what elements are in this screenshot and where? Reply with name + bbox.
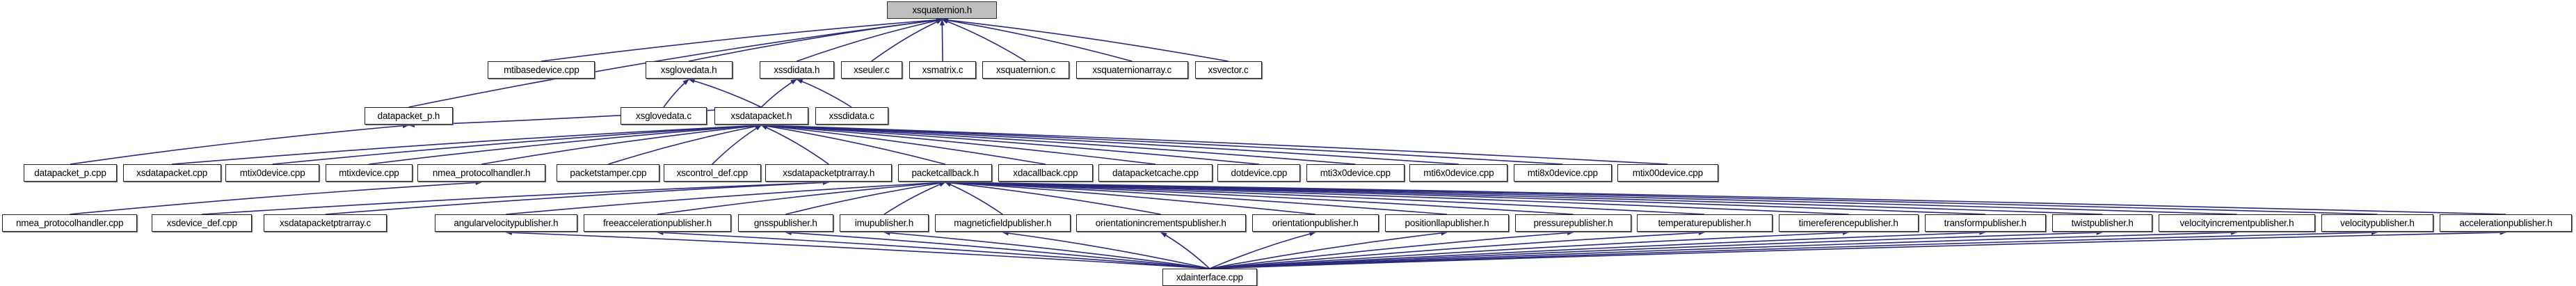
graph-node-label: packetcallback.h (911, 167, 979, 178)
graph-node-label: magneticfieldpublisher.h (954, 217, 1052, 228)
graph-node-label: imupublisher.h (854, 217, 914, 228)
graph-node-label: xssdidata.h (774, 64, 820, 75)
graph-node-xsdevice-def-cpp[interactable]: xsdevice_def.cpp (152, 214, 253, 232)
graph-node-accelerationpublisher-h[interactable]: accelerationpublisher.h (2440, 214, 2572, 232)
graph-node-label: twistpublisher.h (2071, 217, 2134, 228)
graph-node-xsdatapacketptrarray-c[interactable]: xsdatapacketptrarray.c (264, 214, 387, 232)
graph-node-xdainterface-cpp[interactable]: xdainterface.cpp (1162, 269, 1258, 286)
graph-node-datapacketcache-cpp[interactable]: datapacketcache.cpp (1098, 164, 1213, 182)
graph-node-label: accelerationpublisher.h (2459, 217, 2552, 228)
graph-node-velocitypublisher-h[interactable]: velocitypublisher.h (2321, 214, 2434, 232)
graph-node-label: xdacallback.cpp (1013, 167, 1078, 178)
graph-node-label: mtix00device.cpp (1632, 167, 1703, 178)
graph-node-label: packetstamper.cpp (570, 167, 647, 178)
graph-node-label: xsglovedata.c (636, 110, 691, 121)
graph-node-pressurepublisher-h[interactable]: pressurepublisher.h (1515, 214, 1631, 232)
graph-node-xsglovedata-c[interactable]: xsglovedata.c (621, 107, 707, 125)
graph-node-label: xsglovedata.h (660, 64, 717, 75)
graph-node-dotdevice-cpp[interactable]: dotdevice.cpp (1217, 164, 1301, 182)
graph-node-label: nmea_protocolhandler.h (432, 167, 531, 178)
graph-node-twistpublisher-h[interactable]: twistpublisher.h (2051, 214, 2153, 232)
graph-node-label: positionllapublisher.h (1405, 217, 1489, 228)
graph-node-label: mti6x0device.cpp (1423, 167, 1494, 178)
graph-node-label: xssdidata.c (829, 110, 874, 121)
graph-node-packetcallback-h[interactable]: packetcallback.h (898, 164, 993, 182)
graph-node-label: xdainterface.cpp (1176, 271, 1243, 283)
graph-node-label: mti8x0device.cpp (1527, 167, 1598, 178)
graph-node-label: timereferencepublisher.h (1798, 217, 1898, 228)
graph-node-nmea-protocolhandler-cpp[interactable]: nmea_protocolhandler.cpp (2, 214, 138, 232)
graph-node-xssdidata-c[interactable]: xssdidata.c (815, 107, 888, 125)
graph-node-xsdatapacket-cpp[interactable]: xsdatapacket.cpp (122, 164, 221, 182)
graph-node-positionllapublisher-h[interactable]: positionllapublisher.h (1384, 214, 1510, 232)
graph-node-label: xsmatrix.c (922, 64, 963, 75)
graph-node-xscontrol-def-cpp[interactable]: xscontrol_def.cpp (664, 164, 761, 182)
graph-node-label: datapacket_p.h (377, 110, 440, 121)
graph-node-label: xsvector.c (1208, 64, 1249, 75)
graph-node-imupublisher-h[interactable]: imupublisher.h (839, 214, 929, 232)
graph-node-label: xseuler.c (854, 64, 890, 75)
graph-node-label: dotdevice.cpp (1231, 167, 1288, 178)
graph-node-label: velocitypublisher.h (2340, 217, 2415, 228)
graph-node-label: xsquaternionarray.c (1092, 64, 1172, 75)
graph-node-label: xsdatapacketptrarray.c (279, 217, 371, 228)
graph-node-mtibasedevice-cpp[interactable]: mtibasedevice.cpp (488, 61, 595, 79)
graph-node-orientationpublisher-h[interactable]: orientationpublisher.h (1251, 214, 1379, 232)
graph-node-label: xsquaternion.c (996, 64, 1056, 75)
graph-node-label: mtibasedevice.cpp (504, 64, 579, 75)
graph-node-nmea-protocolhandler-h[interactable]: nmea_protocolhandler.h (417, 164, 546, 182)
graph-node-label: xsdevice_def.cpp (166, 217, 237, 228)
graph-node-label: freeaccelerationpublisher.h (602, 217, 712, 228)
graph-node-temperaturepublisher-h[interactable]: temperaturepublisher.h (1637, 214, 1773, 232)
graph-node-label: transformpublisher.h (1944, 217, 2027, 228)
graph-node-label: gnsspublisher.h (753, 217, 817, 228)
graph-node-datapacket-p-cpp[interactable]: datapacket_p.cpp (23, 164, 118, 182)
graph-node-xsdatapacketptrarray-h[interactable]: xsdatapacketptrarray.h (765, 164, 893, 182)
graph-node-label: pressurepublisher.h (1533, 217, 1613, 228)
graph-node-label: orientationpublisher.h (1272, 217, 1359, 228)
graph-node-xsquaternion-c[interactable]: xsquaternion.c (982, 61, 1069, 79)
graph-node-xsmatrix-c[interactable]: xsmatrix.c (909, 61, 977, 79)
graph-node-xsquaternion-h[interactable]: xsquaternion.h (887, 1, 998, 19)
graph-node-label: datapacket_p.cpp (34, 167, 106, 178)
graph-node-orientationincrementspublisher-h[interactable]: orientationincrementspublisher.h (1075, 214, 1246, 232)
graph-node-mti6x0device-cpp[interactable]: mti6x0device.cpp (1409, 164, 1508, 182)
graph-node-label: xsdatapacket.h (730, 110, 792, 121)
graph-node-label: mtixdevice.cpp (339, 167, 399, 178)
graph-node-label: orientationincrementspublisher.h (1095, 217, 1226, 228)
graph-node-magneticfieldpublisher-h[interactable]: magneticfieldpublisher.h (934, 214, 1071, 232)
graph-node-label: velocityincrementpublisher.h (2179, 217, 2294, 228)
graph-node-freeaccelerationpublisher-h[interactable]: freeaccelerationpublisher.h (584, 214, 731, 232)
graph-node-xdacallback-cpp[interactable]: xdacallback.cpp (998, 164, 1093, 182)
graph-node-velocityincrementpublisher-h[interactable]: velocityincrementpublisher.h (2159, 214, 2315, 232)
graph-node-label: nmea_protocolhandler.cpp (15, 217, 124, 228)
graph-node-xsvector-c[interactable]: xsvector.c (1194, 61, 1262, 79)
graph-node-timereferencepublisher-h[interactable]: timereferencepublisher.h (1778, 214, 1919, 232)
graph-node-xsquaternionarray-c[interactable]: xsquaternionarray.c (1075, 61, 1188, 79)
graph-node-label: xsdatapacket.cpp (136, 167, 208, 178)
graph-node-mtix00device-cpp[interactable]: mtix00device.cpp (1617, 164, 1718, 182)
graph-node-transformpublisher-h[interactable]: transformpublisher.h (1924, 214, 2046, 232)
graph-node-label: xscontrol_def.cpp (676, 167, 749, 178)
graph-node-label: datapacketcache.cpp (1112, 167, 1199, 178)
graph-node-mtix0device-cpp[interactable]: mtix0device.cpp (225, 164, 319, 182)
graph-node-label: xsquaternion.h (912, 4, 973, 15)
graph-node-gnsspublisher-h[interactable]: gnsspublisher.h (737, 214, 833, 232)
graph-node-xsglovedata-h[interactable]: xsglovedata.h (645, 61, 733, 79)
graph-node-angularvelocitypublisher-h[interactable]: angularvelocitypublisher.h (434, 214, 578, 232)
graph-node-mti3x0device-cpp[interactable]: mti3x0device.cpp (1306, 164, 1405, 182)
graph-node-xsdatapacket-h[interactable]: xsdatapacket.h (714, 107, 808, 125)
graph-node-packetstamper-cpp[interactable]: packetstamper.cpp (557, 164, 660, 182)
graph-node-label: mti3x0device.cpp (1320, 167, 1391, 178)
graph-node-datapacket-p-h[interactable]: datapacket_p.h (364, 107, 454, 125)
graph-node-mti8x0device-cpp[interactable]: mti8x0device.cpp (1513, 164, 1612, 182)
graph-node-label: angularvelocitypublisher.h (454, 217, 559, 228)
graph-node-label: mtix0device.cpp (239, 167, 305, 178)
graph-node-label: xsdatapacketptrarray.h (783, 167, 875, 178)
graph-node-xseuler-c[interactable]: xseuler.c (840, 61, 903, 79)
graph-node-xssdidata-h[interactable]: xssdidata.h (759, 61, 834, 79)
graph-node-mtixdevice-cpp[interactable]: mtixdevice.cpp (325, 164, 413, 182)
graph-node-label: temperaturepublisher.h (1658, 217, 1752, 228)
